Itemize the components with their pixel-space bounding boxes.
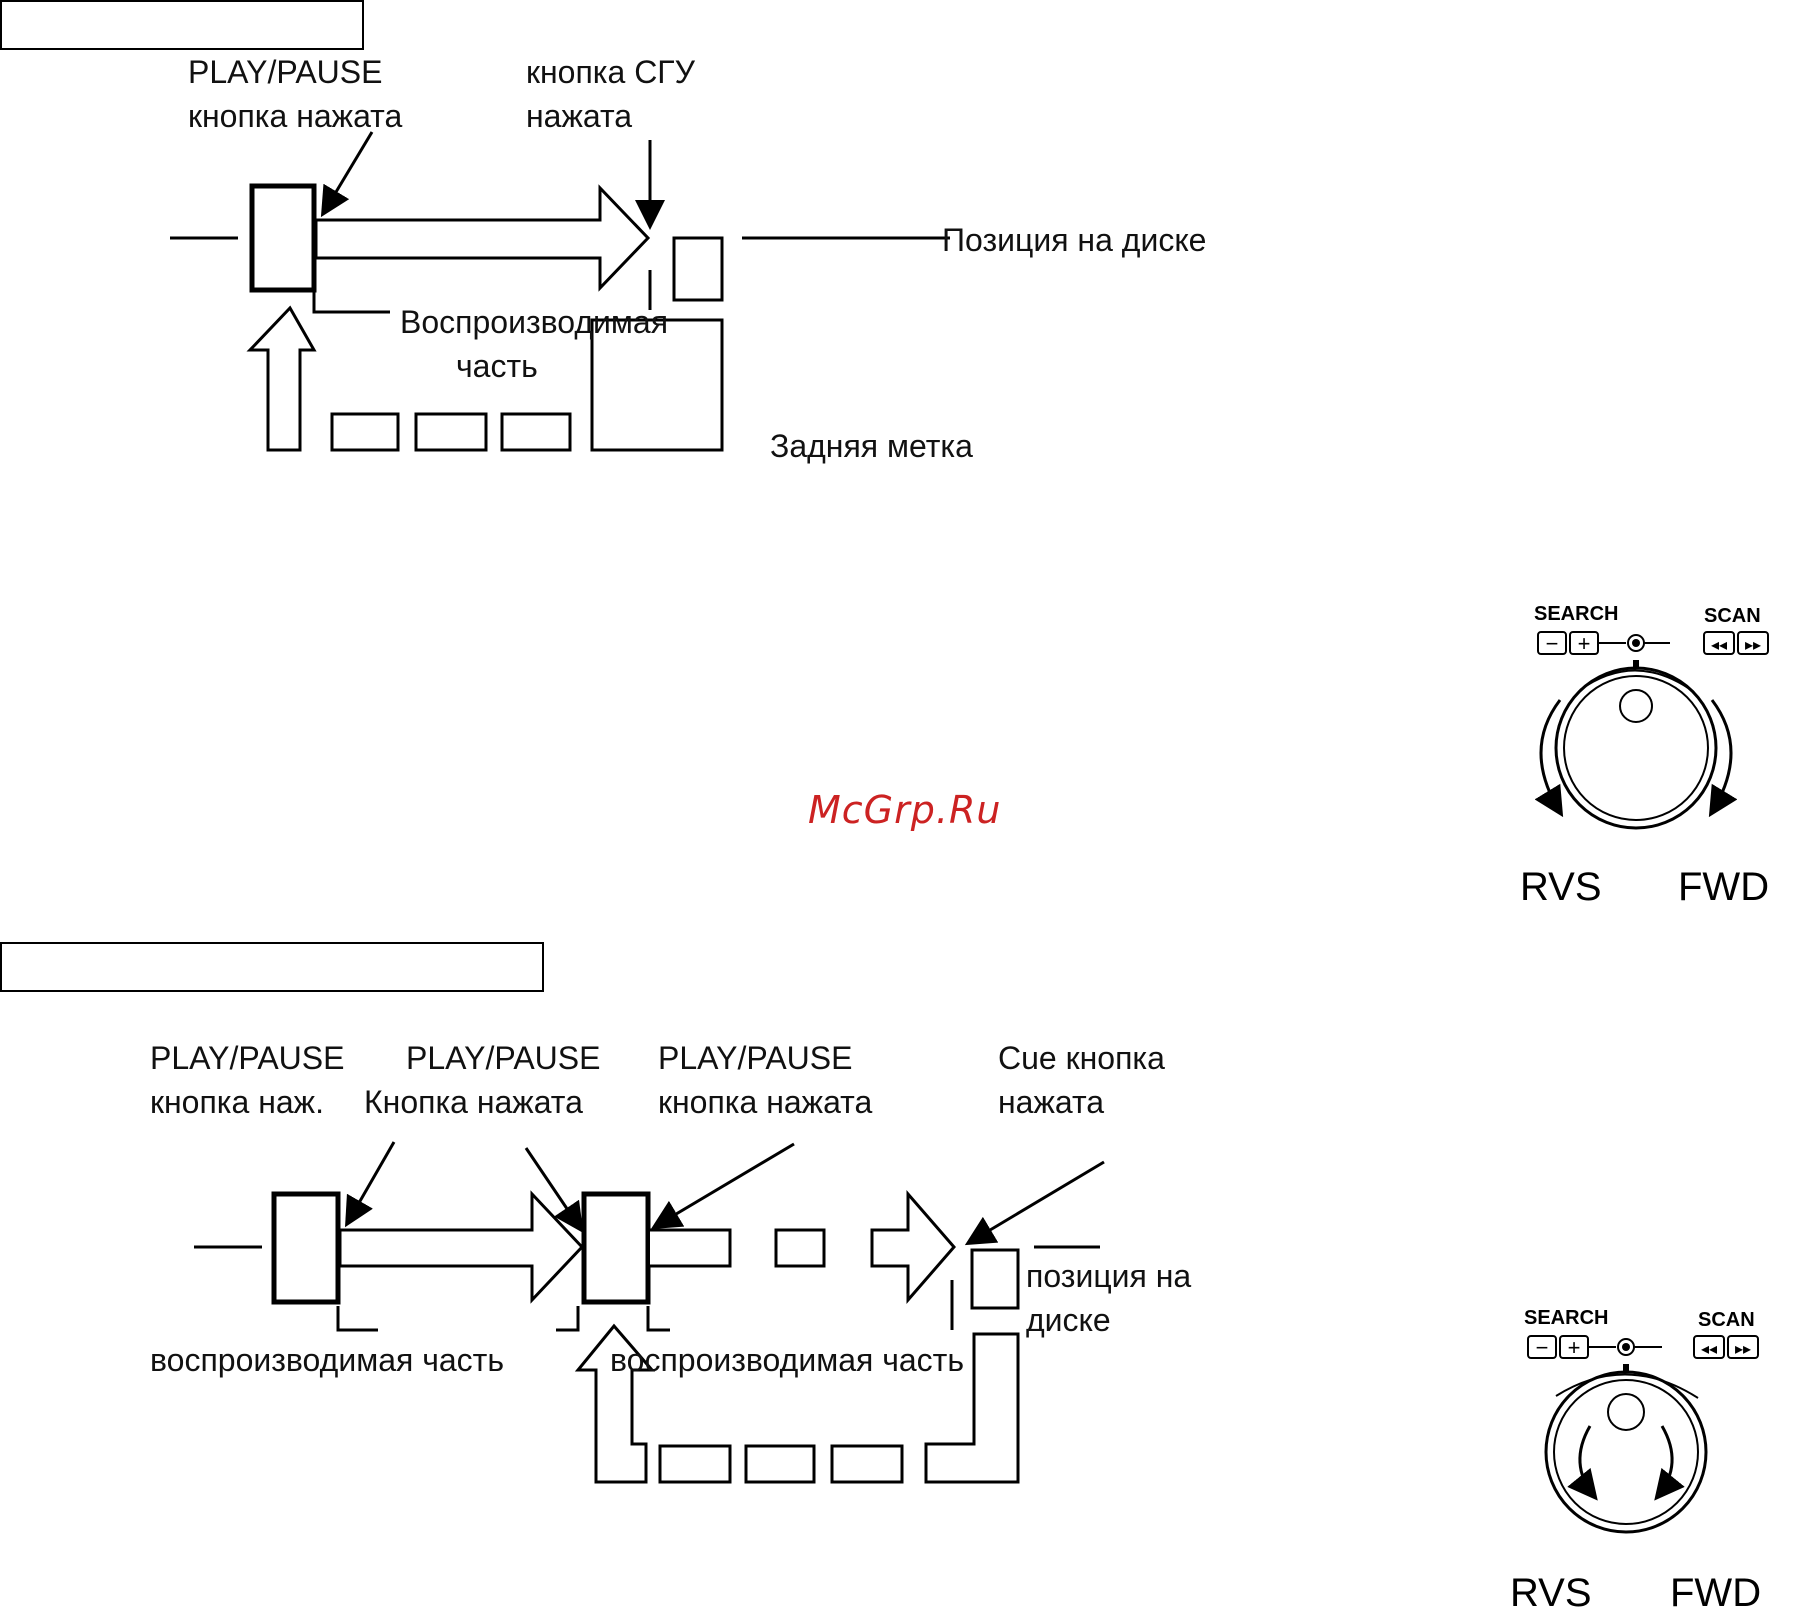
minus-key bbox=[1527, 1335, 1557, 1359]
s1-label-play-pause: PLAY/PAUSE кнопка нажата bbox=[188, 54, 403, 134]
jog-wheel bbox=[1554, 666, 1718, 830]
rvs-label: RVS bbox=[1510, 1571, 1592, 1615]
s2-stub-bar bbox=[650, 1228, 732, 1268]
s1-seg-1 bbox=[330, 412, 400, 452]
s2-block-2 bbox=[581, 1191, 651, 1305]
s2-label-pp3: PLAY/PAUSE кнопка нажата bbox=[658, 1040, 873, 1120]
s2-label-pp2: PLAY/PAUSE Кнопка нажата bbox=[364, 1040, 601, 1120]
rew-key bbox=[1703, 631, 1735, 655]
rew-icon: ◂◂ bbox=[1701, 1341, 1717, 1358]
section2-title-frame bbox=[0, 942, 544, 992]
minus-icon: − bbox=[1536, 1335, 1549, 1360]
rew-key bbox=[1693, 1335, 1725, 1359]
section1-title-frame bbox=[0, 0, 364, 50]
plus-icon: + bbox=[1578, 631, 1591, 656]
s2-small-seg bbox=[774, 1228, 826, 1268]
s2-forward-arrow-1 bbox=[338, 1190, 585, 1304]
search-label: SEARCH bbox=[1524, 1307, 1608, 1329]
s1-label-position: Позиция на диске bbox=[942, 222, 1207, 258]
ff-key bbox=[1737, 631, 1769, 655]
s1-seg-2 bbox=[414, 412, 488, 452]
s2-seg-2 bbox=[744, 1444, 816, 1484]
s2-block-1 bbox=[271, 1191, 341, 1305]
s2-bracket-3 bbox=[646, 1306, 670, 1332]
s2-label-played-part-2: воспроизводимая часть bbox=[610, 1342, 964, 1378]
ff-icon: ▸▸ bbox=[1745, 637, 1761, 654]
jog-finger-hole bbox=[1619, 689, 1653, 723]
ff-icon: ▸▸ bbox=[1735, 1341, 1751, 1358]
s2-label-cue: Cue кнопка нажата bbox=[998, 1040, 1165, 1120]
ff-key bbox=[1727, 1335, 1759, 1359]
s2-target-block bbox=[970, 1248, 1020, 1310]
s1-label-played-part: Воспроизводимая часть bbox=[400, 304, 669, 384]
s1-forward-arrow bbox=[314, 184, 651, 292]
s2-bracket-2 bbox=[556, 1306, 580, 1332]
s2-up-arrow bbox=[574, 1323, 656, 1484]
s2-label-pp1: PLAY/PAUSE кнопка наж. bbox=[150, 1040, 345, 1120]
s2-return-loop bbox=[924, 1332, 1020, 1484]
minus-key bbox=[1537, 631, 1567, 655]
s2-forward-arrow-2 bbox=[870, 1189, 956, 1305]
fwd-label: FWD bbox=[1678, 865, 1769, 909]
s1-target-block bbox=[672, 236, 724, 302]
scan-label: SCAN bbox=[1698, 1309, 1755, 1331]
s2-seg-1 bbox=[658, 1444, 732, 1484]
jog-finger-hole bbox=[1607, 1393, 1645, 1431]
s1-start-block bbox=[249, 183, 317, 293]
scan-label: SCAN bbox=[1704, 605, 1761, 627]
minus-icon: − bbox=[1546, 631, 1559, 656]
watermark: McGrp.Ru bbox=[808, 788, 1002, 832]
rew-icon: ◂◂ bbox=[1711, 637, 1727, 654]
s1-label-rear-mark: Задняя метка bbox=[770, 428, 973, 464]
s1-label-sgu: кнопка СГУ нажата bbox=[526, 54, 695, 134]
s2-pp2-pointer bbox=[524, 1147, 584, 1233]
rvs-label: RVS bbox=[1520, 865, 1602, 909]
plus-icon: + bbox=[1568, 1335, 1581, 1360]
s1-up-arrow bbox=[246, 305, 317, 452]
s2-seg-3 bbox=[830, 1444, 904, 1484]
s2-cue-pointer bbox=[964, 1160, 1105, 1246]
s2-pp3-pointer bbox=[650, 1142, 795, 1230]
search-label: SEARCH bbox=[1534, 603, 1618, 625]
s2-pp1-pointer bbox=[345, 1141, 396, 1228]
s2-bracket-1 bbox=[336, 1306, 378, 1332]
s1-played-bracket bbox=[312, 292, 390, 314]
s2-label-played-part-1: воспроизводимая часть bbox=[150, 1342, 504, 1378]
s1-seg-3 bbox=[500, 412, 572, 452]
s2-label-position: позиция на диске bbox=[1026, 1258, 1192, 1338]
fwd-label: FWD bbox=[1670, 1571, 1761, 1615]
s1-pp-pointer bbox=[320, 131, 374, 218]
